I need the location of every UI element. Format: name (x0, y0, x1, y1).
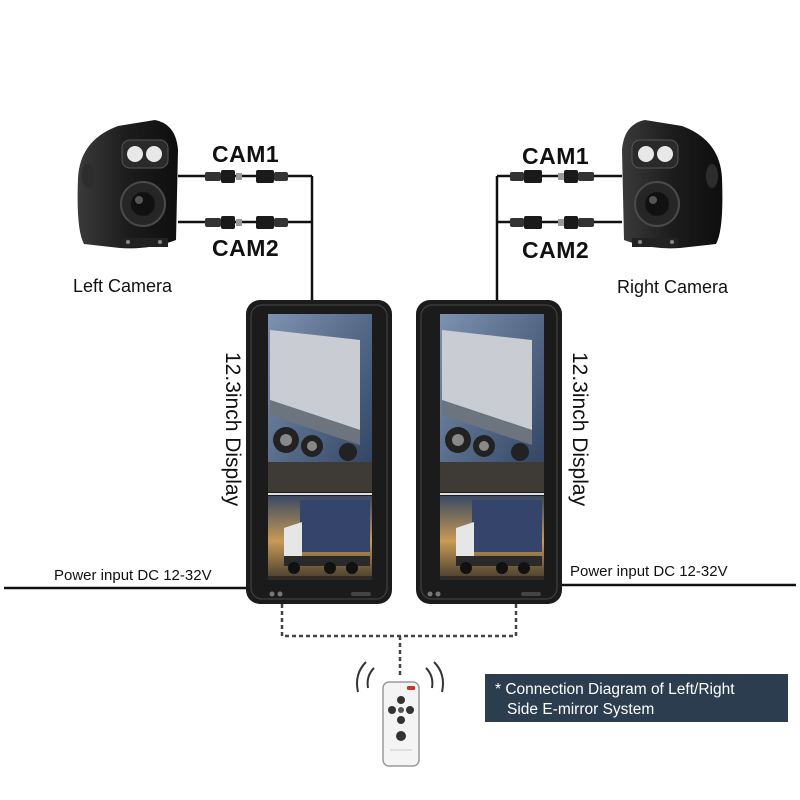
right-camera-icon (622, 120, 723, 249)
remote-control-icon (382, 681, 420, 767)
left-cam1-label: CAM1 (212, 141, 280, 167)
note-line-2: Side E-mirror System (507, 701, 655, 718)
left-cam2-label: CAM2 (212, 235, 280, 261)
left-camera-wiring (178, 174, 314, 302)
right-cam1-label: CAM1 (522, 143, 590, 169)
left-camera-icon (77, 120, 178, 249)
right-cam2-connector-icon (510, 216, 594, 229)
left-cam2-connector-icon (205, 216, 288, 229)
note-line-1: * Connection Diagram of Left/Right (495, 681, 735, 698)
right-display-label: 12.3inch Display (568, 352, 591, 507)
right-display-icon (416, 300, 562, 604)
right-cam1-connector-icon (510, 170, 594, 183)
right-cam2-label: CAM2 (522, 237, 590, 263)
remote-link-dashed (280, 604, 518, 676)
right-camera-label: Right Camera (617, 277, 729, 297)
right-power-label: Power input DC 12-32V (570, 563, 728, 580)
left-display-icon (246, 300, 392, 604)
left-cam1-connector-icon (205, 170, 288, 183)
left-power-label: Power input DC 12-32V (54, 567, 212, 584)
diagram-caption-note: * Connection Diagram of Left/Right Side … (485, 674, 788, 722)
left-camera-label: Left Camera (73, 276, 173, 296)
wireless-signal-icon (356, 661, 444, 693)
left-display-label: 12.3inch Display (221, 352, 244, 507)
